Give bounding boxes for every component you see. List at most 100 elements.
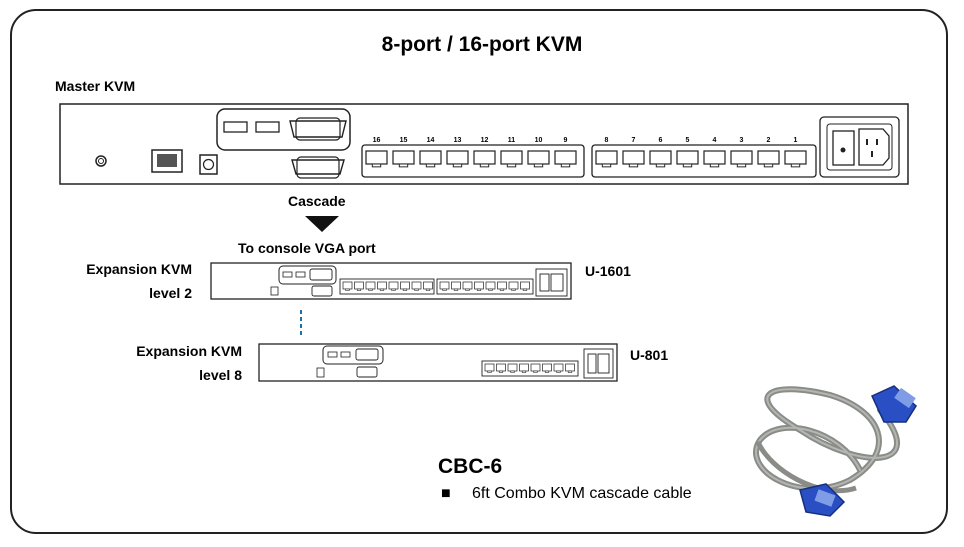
- port-number-label: 1: [794, 137, 798, 144]
- port-number-label: 5: [686, 137, 690, 144]
- port-number-label: 14: [427, 137, 435, 144]
- power-switch-icon: [587, 353, 597, 374]
- rj45-port-icon: [500, 150, 523, 165]
- vga-port-icon: [311, 285, 333, 297]
- cascade-cable-illustration: [753, 385, 917, 517]
- rj45-port-icon: [400, 281, 410, 290]
- expansion-level8-label: Expansion KVM: [136, 343, 242, 359]
- rj45-port-icon: [496, 363, 506, 372]
- port-number-label: 12: [481, 137, 489, 144]
- rj45-port-icon: [423, 281, 433, 290]
- rj45-port-icon: [497, 281, 507, 290]
- rj45-port-icon: [473, 150, 496, 165]
- expansion-level8-sublabel: level 8: [199, 367, 242, 383]
- rj45-port-icon: [622, 150, 645, 165]
- rj45-port-icon: [595, 150, 618, 165]
- rj45-port-icon: [507, 363, 518, 372]
- master-kvm-label: Master KVM: [55, 78, 136, 94]
- usb-port-icon: [255, 121, 280, 133]
- dc-jack-icon: [199, 154, 218, 175]
- expansion-level2-sublabel: level 2: [149, 285, 192, 301]
- rj45-port-icon: [676, 150, 699, 165]
- rj45-port-icon: [419, 150, 442, 165]
- model-label-u801: U-801: [630, 347, 669, 363]
- power-switch-icon: [539, 273, 550, 292]
- usb-port-icon: [223, 121, 248, 133]
- rj45-port-icon: [519, 363, 529, 372]
- rj45-port-icon: [520, 281, 530, 290]
- dc-jack-icon: [316, 367, 325, 378]
- port-number-label: 3: [740, 137, 744, 144]
- port-number-label: 8: [605, 137, 609, 144]
- master-ports-right: 8 7 6 5 4 3 2 1: [595, 137, 807, 168]
- cable-name: CBC-6: [438, 455, 503, 478]
- port-number-label: 7: [632, 137, 636, 144]
- rj45-port-icon: [446, 150, 469, 165]
- rj45-port-icon: [527, 150, 550, 165]
- vga-port-icon: [309, 268, 333, 281]
- vga-port-icon: [355, 348, 379, 361]
- level2-ports: [342, 281, 530, 291]
- rj45-port-icon: [484, 363, 495, 372]
- vga-connector-icon: [799, 483, 846, 517]
- level8-ports: [484, 363, 575, 373]
- rj45-port-icon: [392, 150, 415, 165]
- rj45-port-icon: [703, 150, 726, 165]
- rj45-port-icon: [451, 281, 461, 290]
- vga-connector-icon: [871, 385, 917, 423]
- rj45-port-icon: [649, 150, 672, 165]
- rj45-port-icon: [757, 150, 780, 165]
- rj45-port-icon: [553, 363, 564, 372]
- rj45-port-icon: [530, 363, 541, 372]
- master-ports-left: 16 15 14 13 12 11 10 9: [365, 137, 577, 168]
- ac-inlet-icon: [550, 273, 564, 292]
- power-led-icon: [95, 155, 107, 167]
- rj45-port-icon: [542, 363, 552, 372]
- port-number-label: 13: [454, 137, 462, 144]
- rj45-port-icon: [730, 150, 753, 165]
- cascade-arrow-icon: [305, 216, 339, 232]
- rj45-port-icon: [485, 281, 496, 290]
- port-number-label: 4: [713, 137, 717, 144]
- rj45-port-icon: [508, 281, 519, 290]
- cable-description: 6ft Combo KVM cascade cable: [472, 485, 692, 502]
- rj45-port-icon: [474, 281, 484, 290]
- model-label-u1601: U-1601: [585, 263, 631, 279]
- usb-port-icon: [340, 351, 351, 358]
- usb-port-icon: [282, 271, 293, 278]
- ac-inlet-icon: [597, 353, 610, 374]
- rj45-port-icon: [354, 281, 364, 290]
- page-title: 8-port / 16-port KVM: [381, 33, 583, 56]
- rj45-port-icon: [377, 281, 387, 290]
- rj45-port-icon: [554, 150, 577, 165]
- rj45-port-icon: [784, 150, 807, 165]
- usb-port-icon: [327, 351, 338, 358]
- rj45-port-icon: [439, 281, 450, 290]
- port-number-label: 6: [659, 137, 663, 144]
- rj45-port-icon: [342, 281, 353, 290]
- port-number-label: 2: [767, 137, 771, 144]
- port-number-label: 16: [373, 137, 381, 144]
- rj45-port-icon: [462, 281, 473, 290]
- usb-port-icon: [295, 271, 306, 278]
- dc-jack-icon: [270, 286, 279, 296]
- ac-inlet-icon: [858, 128, 890, 166]
- console-vga-target-label: To console VGA port: [238, 240, 376, 256]
- cascade-label: Cascade: [288, 193, 346, 209]
- cable-bullet-icon: ■: [441, 485, 451, 502]
- port-number-label: 10: [535, 137, 543, 144]
- vga-console-port-icon: [289, 117, 347, 141]
- rj45-port-icon: [411, 281, 422, 290]
- rj45-port-icon: [388, 281, 399, 290]
- rj45-port-icon: [365, 281, 376, 290]
- vga-cascade-port-icon: [291, 156, 345, 179]
- port-number-label: 9: [564, 137, 568, 144]
- port-number-label: 11: [508, 137, 516, 144]
- rj45-port-icon: [565, 363, 575, 372]
- rj45-port-icon: [365, 150, 388, 165]
- port-number-label: 15: [400, 137, 408, 144]
- diagram-frame: [10, 9, 948, 534]
- expansion-level2-label: Expansion KVM: [86, 261, 192, 277]
- vga-port-icon: [356, 366, 378, 378]
